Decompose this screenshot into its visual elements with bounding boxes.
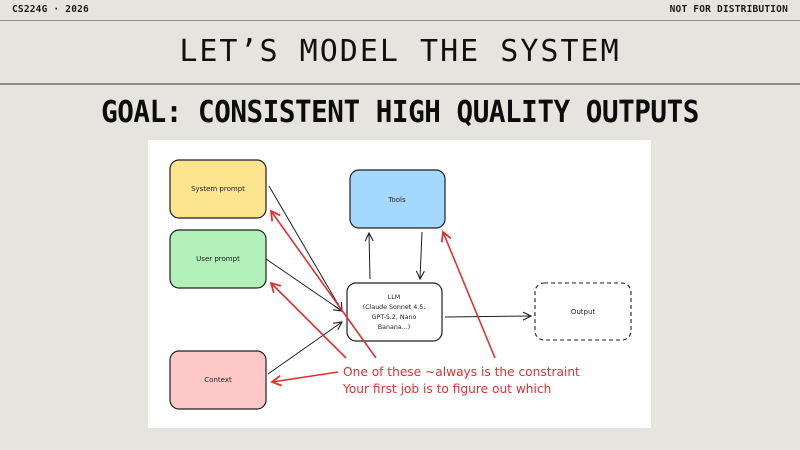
output-box xyxy=(534,282,632,341)
llm-box xyxy=(346,282,443,342)
arrow-system-to-llm xyxy=(268,185,342,311)
red-arrow-to-tools xyxy=(440,230,496,359)
llm-label-line-4: Banana...) xyxy=(378,324,410,331)
course-label: CS224G · 2026 xyxy=(12,4,89,15)
arrow-llm-to-output xyxy=(444,316,531,317)
annotation-line-2: Your first job is to figure out which xyxy=(342,382,551,396)
context-box xyxy=(169,350,267,410)
context-node: Context xyxy=(169,350,267,410)
arrow-context-to-llm xyxy=(267,322,342,375)
output-label: Output xyxy=(571,308,596,316)
top-bar: CS224G · 2026 NOT FOR DISTRIBUTION xyxy=(0,0,800,21)
tools-node: Tools xyxy=(349,169,446,229)
red-arrow-to-system-prompt xyxy=(269,209,377,359)
slide-subtitle: GOAL: CONSISTENT HIGH QUALITY OUTPUTS xyxy=(101,95,699,130)
title-bar xyxy=(0,21,800,85)
system-prompt-node: System prompt xyxy=(169,159,267,219)
output-node: Output xyxy=(534,282,632,341)
arrow-tools-to-llm xyxy=(420,231,422,279)
slide-title: LET’S MODEL THE SYSTEM xyxy=(179,34,621,69)
red-arrow-to-context xyxy=(270,371,339,387)
tools-label: Tools xyxy=(387,196,406,204)
user-prompt-label: User prompt xyxy=(196,255,240,263)
arrow-llm-to-tools xyxy=(369,233,370,280)
distribution-notice: NOT FOR DISTRIBUTION xyxy=(669,4,788,15)
llm-node: LLM (Claude Sonnet 4.5, GPT-5.2, Nano Ba… xyxy=(346,282,443,342)
llm-label-line-3: GPT-5.2, Nano xyxy=(372,314,417,321)
annotation-line-1: One of these ~always is the constraint xyxy=(343,365,580,379)
red-arrow-to-user-prompt xyxy=(269,281,347,359)
user-prompt-node: User prompt xyxy=(169,229,267,289)
system-prompt-box xyxy=(169,159,267,219)
arrow-user-to-llm xyxy=(265,258,342,311)
llm-label-line-2: (Claude Sonnet 4.5, xyxy=(363,304,426,311)
system-prompt-label: System prompt xyxy=(191,185,245,193)
tools-box xyxy=(349,169,446,229)
llm-label-line-1: LLM xyxy=(388,294,400,301)
context-label: Context xyxy=(204,376,232,384)
